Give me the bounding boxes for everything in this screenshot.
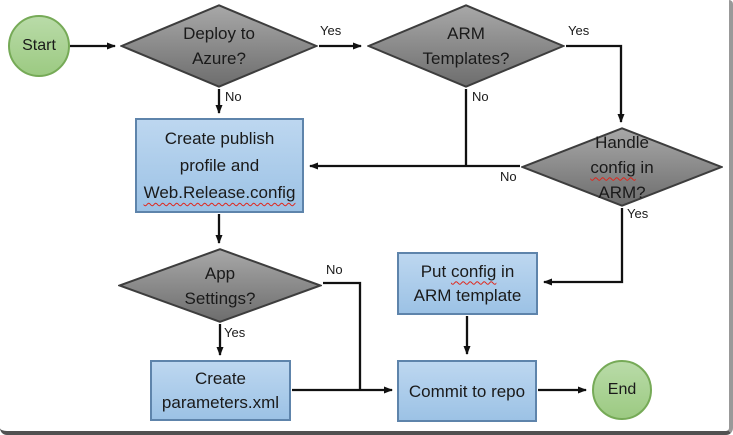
end-label: End xyxy=(607,381,637,398)
process-create-publish-line2: profile and xyxy=(179,156,260,175)
decision-deploy-line1: Deploy to xyxy=(183,24,255,43)
diamond-shape xyxy=(120,4,318,88)
process-put-config-in-arm: Put config in ARM template xyxy=(397,252,538,315)
connector-app-no-down xyxy=(323,281,362,390)
decision-app-line1: App xyxy=(204,263,236,283)
decision-deploy-line2: Azure? xyxy=(192,49,246,68)
decision-handle-line2-rest: in xyxy=(635,157,654,177)
process-commit-text: Commit to repo xyxy=(399,362,535,420)
diamond-shape xyxy=(118,248,322,323)
process-create-params-text: Create parameters.xml xyxy=(152,362,289,419)
edge-label-app-no: No xyxy=(326,262,343,277)
decision-handle-line2: config in xyxy=(590,155,653,180)
put-config-post: in xyxy=(496,261,515,281)
put-config-pre: Put xyxy=(420,261,451,281)
start-label: Start xyxy=(22,37,56,54)
diamond-shape xyxy=(367,4,565,88)
process-commit-label: Commit to repo xyxy=(408,381,526,401)
edge-label-deploy-yes: Yes xyxy=(320,23,342,38)
misspelled-word: config xyxy=(450,261,497,281)
process-create-publish-profile: Create publish profile and Web.Release.c… xyxy=(135,118,304,213)
process-create-publish-text: Create publish profile and Web.Release.c… xyxy=(137,120,302,211)
edge-label-arm-yes: Yes xyxy=(568,23,590,38)
diamond-shape xyxy=(521,127,723,207)
process-create-parameters-xml: Create parameters.xml xyxy=(150,360,291,421)
process-create-publish-line1: Create publish xyxy=(164,129,275,148)
edge-label-arm-no: No xyxy=(472,89,489,104)
process-put-config-text: Put config in ARM template xyxy=(399,254,536,313)
decision-arm-line2: Templates? xyxy=(422,49,510,68)
edge-label-handle-no: No xyxy=(500,169,517,184)
decision-handle-text: Handle config in ARM? xyxy=(521,127,723,207)
decision-handle-config-in-arm: Handle config in ARM? xyxy=(521,127,723,207)
connector-handle-yes-to-put-config xyxy=(543,208,624,286)
decision-arm-line1: ARM xyxy=(447,24,485,43)
process-commit-to-repo: Commit to repo xyxy=(397,360,537,422)
decision-app-settings: App Settings? xyxy=(118,248,322,323)
process-put-config-line1: Put config in xyxy=(421,260,515,284)
end-terminator: End xyxy=(592,360,652,420)
process-put-config-line2: ARM template xyxy=(413,285,522,305)
misspelled-word: Web.Release.config xyxy=(143,183,296,202)
decision-app-line2: Settings? xyxy=(184,288,256,308)
edge-label-deploy-no: No xyxy=(225,89,242,104)
edge-label-app-yes: Yes xyxy=(224,325,246,340)
decision-app-text: App Settings? xyxy=(118,248,322,323)
process-create-params-line2: parameters.xml xyxy=(161,392,280,412)
start-terminator: Start xyxy=(8,15,70,77)
misspelled-word: config xyxy=(590,157,636,177)
decision-handle-line1: Handle xyxy=(595,132,649,152)
decision-deploy-to-azure: Deploy to Azure? xyxy=(120,4,318,88)
decision-arm-text: ARM Templates? xyxy=(367,4,565,88)
connector-arm-yes-to-handle xyxy=(566,44,625,123)
decision-handle-line3: ARM? xyxy=(598,182,646,202)
decision-deploy-text: Deploy to Azure? xyxy=(120,4,318,88)
process-create-params-line1: Create xyxy=(194,368,247,388)
decision-arm-templates: ARM Templates? xyxy=(367,4,565,88)
edge-label-handle-yes: Yes xyxy=(627,206,649,221)
